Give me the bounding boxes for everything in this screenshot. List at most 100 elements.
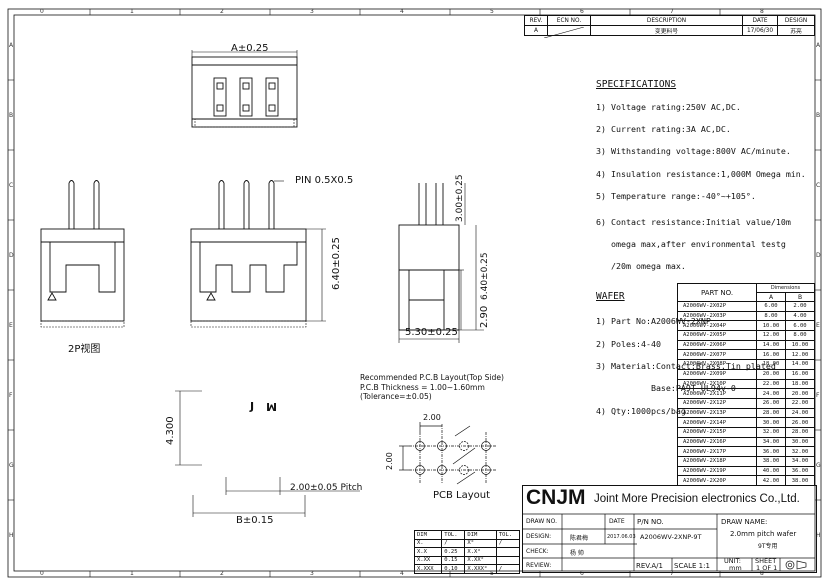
dims-value-a: 34.00 <box>756 436 786 448</box>
spec-line-2: 2) Current rating:3A AC,DC. <box>596 124 731 135</box>
rev-header-design: DESIGN <box>777 15 815 26</box>
rev-designer: 苏亮 <box>777 25 815 36</box>
zone-top-5: 5 <box>490 8 494 15</box>
company-logo: CNJM <box>526 486 586 509</box>
zone-right-d: D <box>816 252 821 259</box>
zone-top-0: 0 <box>40 8 44 15</box>
zone-bottom-6: 6 <box>580 570 584 577</box>
dims-value-b: 8.00 <box>785 330 815 341</box>
zone-right-h: H <box>816 532 821 539</box>
check-label: CHECK: <box>526 548 549 555</box>
zone-bottom-2: 2 <box>220 570 224 577</box>
zone-left-h: H <box>9 532 14 539</box>
label-height-640b: 6.40±0.25 <box>480 252 490 300</box>
designer-name: 陈君梅 <box>570 535 589 542</box>
tol-cell: / <box>441 538 466 548</box>
dims-part-number: A2006WV-2X14P <box>677 417 757 428</box>
tol-cell: 0.10 <box>441 564 466 574</box>
dims-value-b: 24.00 <box>785 407 815 419</box>
dims-value-a: 36.00 <box>756 446 786 457</box>
unit-value: mm <box>729 564 742 572</box>
mark-m: M <box>266 400 277 413</box>
zone-left-a: A <box>9 42 14 49</box>
dims-value-a: 8.00 <box>756 310 786 322</box>
dims-value-b: 14.00 <box>785 359 815 370</box>
revision-table: REV. ECN NO. DESCRIPTION DATE DESIGN A 变… <box>524 15 815 36</box>
dims-value-a: 16.00 <box>756 349 786 361</box>
zone-top-6: 6 <box>580 8 584 15</box>
tol-tol-h1: TOL. <box>441 530 466 540</box>
zone-bottom-0: 0 <box>40 570 44 577</box>
label-width-530: 5.30±0.25 <box>405 327 458 338</box>
sheet-label: SHEET <box>755 557 777 565</box>
dims-value-b: 16.00 <box>785 368 815 380</box>
tolerance-table: DIM TOL. DIM TOL. X. / X° / X.X 0.25 X.X… <box>413 530 521 574</box>
spec-line-8: /20m omega max. <box>596 261 686 272</box>
scale: SCALE 1:1 <box>674 562 710 570</box>
dims-value-a: 40.00 <box>756 465 786 477</box>
dims-value-b: 36.00 <box>785 465 815 477</box>
dims-value-b: 6.00 <box>785 320 815 332</box>
zone-right-b: B <box>816 112 821 119</box>
label-pcb-layout: PCB Layout <box>433 490 491 501</box>
tol-cell: 0.15 <box>441 555 466 565</box>
zone-top-1: 1 <box>130 8 134 15</box>
dims-value-b: 2.00 <box>785 301 815 312</box>
dims-value-a: 32.00 <box>756 426 786 438</box>
dims-value-a: 26.00 <box>756 397 786 409</box>
dims-col-b: B <box>785 292 815 302</box>
top-view <box>191 50 298 128</box>
tol-cell: / <box>495 538 521 548</box>
tol-cell: X.XX° <box>464 555 497 565</box>
zone-top-8: 8 <box>760 8 764 15</box>
wafer-line-1: 1) Part No:A2006WV-2XNP <box>596 316 711 327</box>
dims-part-number: A2006WV-2X16P <box>677 436 757 448</box>
zone-top-3: 3 <box>310 8 314 15</box>
label-height-640: 6.40±0.25 <box>331 237 342 290</box>
dims-part-number: A2006WV-2X17P <box>677 446 757 457</box>
dims-value-a: 18.00 <box>756 359 786 370</box>
spec-line-6: 6) Contact resistance:Initial value/10m <box>596 216 791 227</box>
label-pin: PIN 0.5X0.5 <box>295 175 354 186</box>
dims-part-number: A2006WV-2X10P <box>677 378 757 390</box>
dims-value-a: 22.00 <box>756 378 786 390</box>
zone-right-e: E <box>816 322 820 329</box>
dims-part-header: PART NO. <box>677 283 757 302</box>
review-label: REVIEW: <box>526 562 552 569</box>
dims-value-a: 28.00 <box>756 407 786 419</box>
dims-part-number: A2006WV-2X08P <box>677 359 757 370</box>
sheet-value: 1 OF 1 <box>756 564 778 572</box>
rev-header-description: DESCRIPTION <box>590 15 743 26</box>
front-view-2p <box>40 180 125 328</box>
label-dim-a: A±0.25 <box>231 43 269 54</box>
label-pitch: 2.00±0.05 Pitch <box>290 483 363 493</box>
zone-bottom-8: 8 <box>760 570 764 577</box>
zone-right-a: A <box>816 42 821 49</box>
pcb-layout-drawing <box>399 422 497 485</box>
dims-value-a: 6.00 <box>756 301 786 312</box>
tol-dim-h2: DIM <box>464 530 497 540</box>
dims-value-b: 10.00 <box>785 339 815 351</box>
tol-cell <box>495 547 521 557</box>
pn-label: P/N NO. <box>637 518 664 526</box>
zone-right-f: F <box>816 392 820 399</box>
dims-col-a: A <box>756 292 786 302</box>
revision-number: REV.A/1 <box>636 562 663 570</box>
dims-part-number: A2006WV-2X04P <box>677 320 757 332</box>
dims-value-b: 30.00 <box>785 436 815 448</box>
zone-left-f: F <box>9 392 13 399</box>
projection-symbol-icon <box>785 560 807 570</box>
pcb-rec-line-3: (Tolerance=±0.05) <box>360 392 432 401</box>
tol-cell: X.XXX <box>413 564 443 574</box>
pcb-rec-line-1: Recommended P.C.B Layout(Top Side) <box>360 373 504 382</box>
dims-value-a: 14.00 <box>756 339 786 351</box>
spec-line-5: 5) Temperature range:-40°~+105°. <box>596 191 756 202</box>
dims-value-b: 34.00 <box>785 456 815 467</box>
